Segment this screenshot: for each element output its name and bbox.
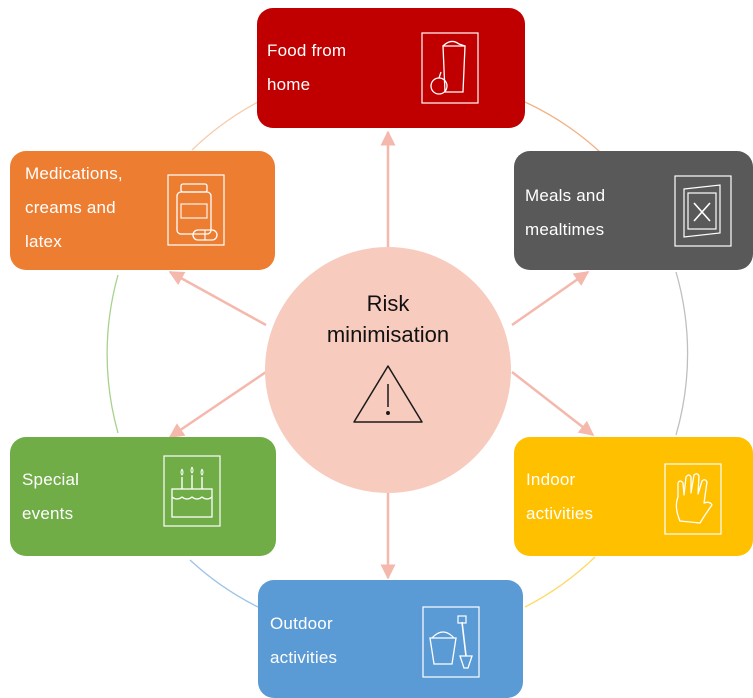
center-circle bbox=[265, 247, 511, 493]
medicine-bottle-icon bbox=[167, 174, 225, 246]
node-label: Medications, creams and latex bbox=[25, 164, 123, 251]
arrow-to-indoor-activities bbox=[511, 371, 595, 436]
ring-arc bbox=[675, 271, 689, 436]
node-food-from-home: Food from home bbox=[257, 8, 525, 128]
node-indoor-activities: Indoor activities bbox=[514, 437, 753, 556]
ring-arc bbox=[106, 274, 119, 434]
arrow-to-medications bbox=[168, 270, 267, 327]
arrow-to-special-events bbox=[168, 370, 267, 439]
ring-arc bbox=[189, 559, 259, 608]
node-label: Outdoor activities bbox=[270, 614, 338, 667]
node-label: Special events bbox=[22, 470, 80, 523]
ring-arc bbox=[524, 101, 601, 153]
ring-arc bbox=[191, 101, 259, 151]
warning-triangle-icon bbox=[353, 365, 423, 423]
node-meals-and-mealtimes: Meals and mealtimes bbox=[514, 151, 753, 270]
node-medications: Medications, creams and latex bbox=[10, 151, 275, 270]
node-special-events: Special events bbox=[10, 437, 276, 556]
menu-cutlery-icon bbox=[674, 175, 732, 247]
center-title: Risk minimisation bbox=[326, 291, 450, 347]
birthday-cake-icon bbox=[163, 455, 221, 527]
spoke-arrows bbox=[168, 130, 595, 580]
lunch-bag-apple-icon bbox=[421, 32, 479, 104]
node-label: Food from home bbox=[267, 41, 347, 94]
arrow-to-meals-and-mealtimes bbox=[511, 270, 590, 327]
bucket-spade-icon bbox=[422, 606, 480, 678]
node-label: Meals and mealtimes bbox=[525, 186, 606, 239]
node-outdoor-activities: Outdoor activities bbox=[258, 580, 523, 698]
ring-arc bbox=[524, 556, 596, 608]
node-label: Indoor activities bbox=[526, 470, 594, 523]
connector-ring bbox=[106, 101, 689, 608]
handprint-icon bbox=[664, 463, 722, 535]
